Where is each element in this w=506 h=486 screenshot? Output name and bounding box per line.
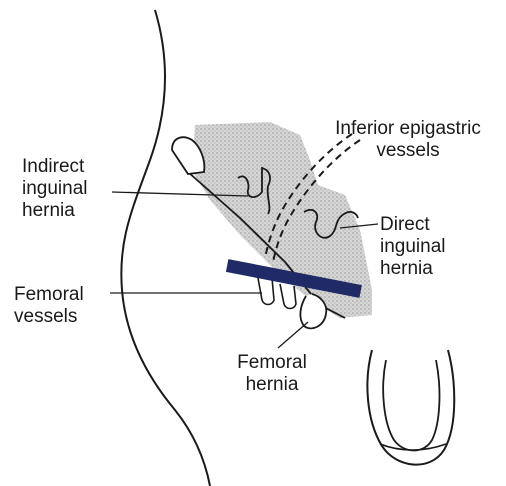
genital-outline — [367, 350, 454, 465]
leader-femoral-hernia — [278, 322, 308, 348]
genital-base-line — [380, 444, 446, 450]
label-femoral-vessels: Femoral vessels — [14, 284, 84, 328]
femoral-vessel-2 — [280, 284, 296, 309]
label-direct-inguinal-hernia: Direct inguinal hernia — [380, 214, 446, 280]
label-inferior-epigastric-vessels: Inferior epigastric vessels — [308, 118, 506, 162]
genital-inner-outline — [383, 360, 439, 451]
label-femoral-hernia: Femoral hernia — [222, 352, 322, 396]
body-outline — [121, 10, 210, 486]
femoral-vessel-1 — [258, 278, 274, 305]
label-indirect-inguinal-hernia: Indirect inguinal hernia — [22, 156, 88, 222]
